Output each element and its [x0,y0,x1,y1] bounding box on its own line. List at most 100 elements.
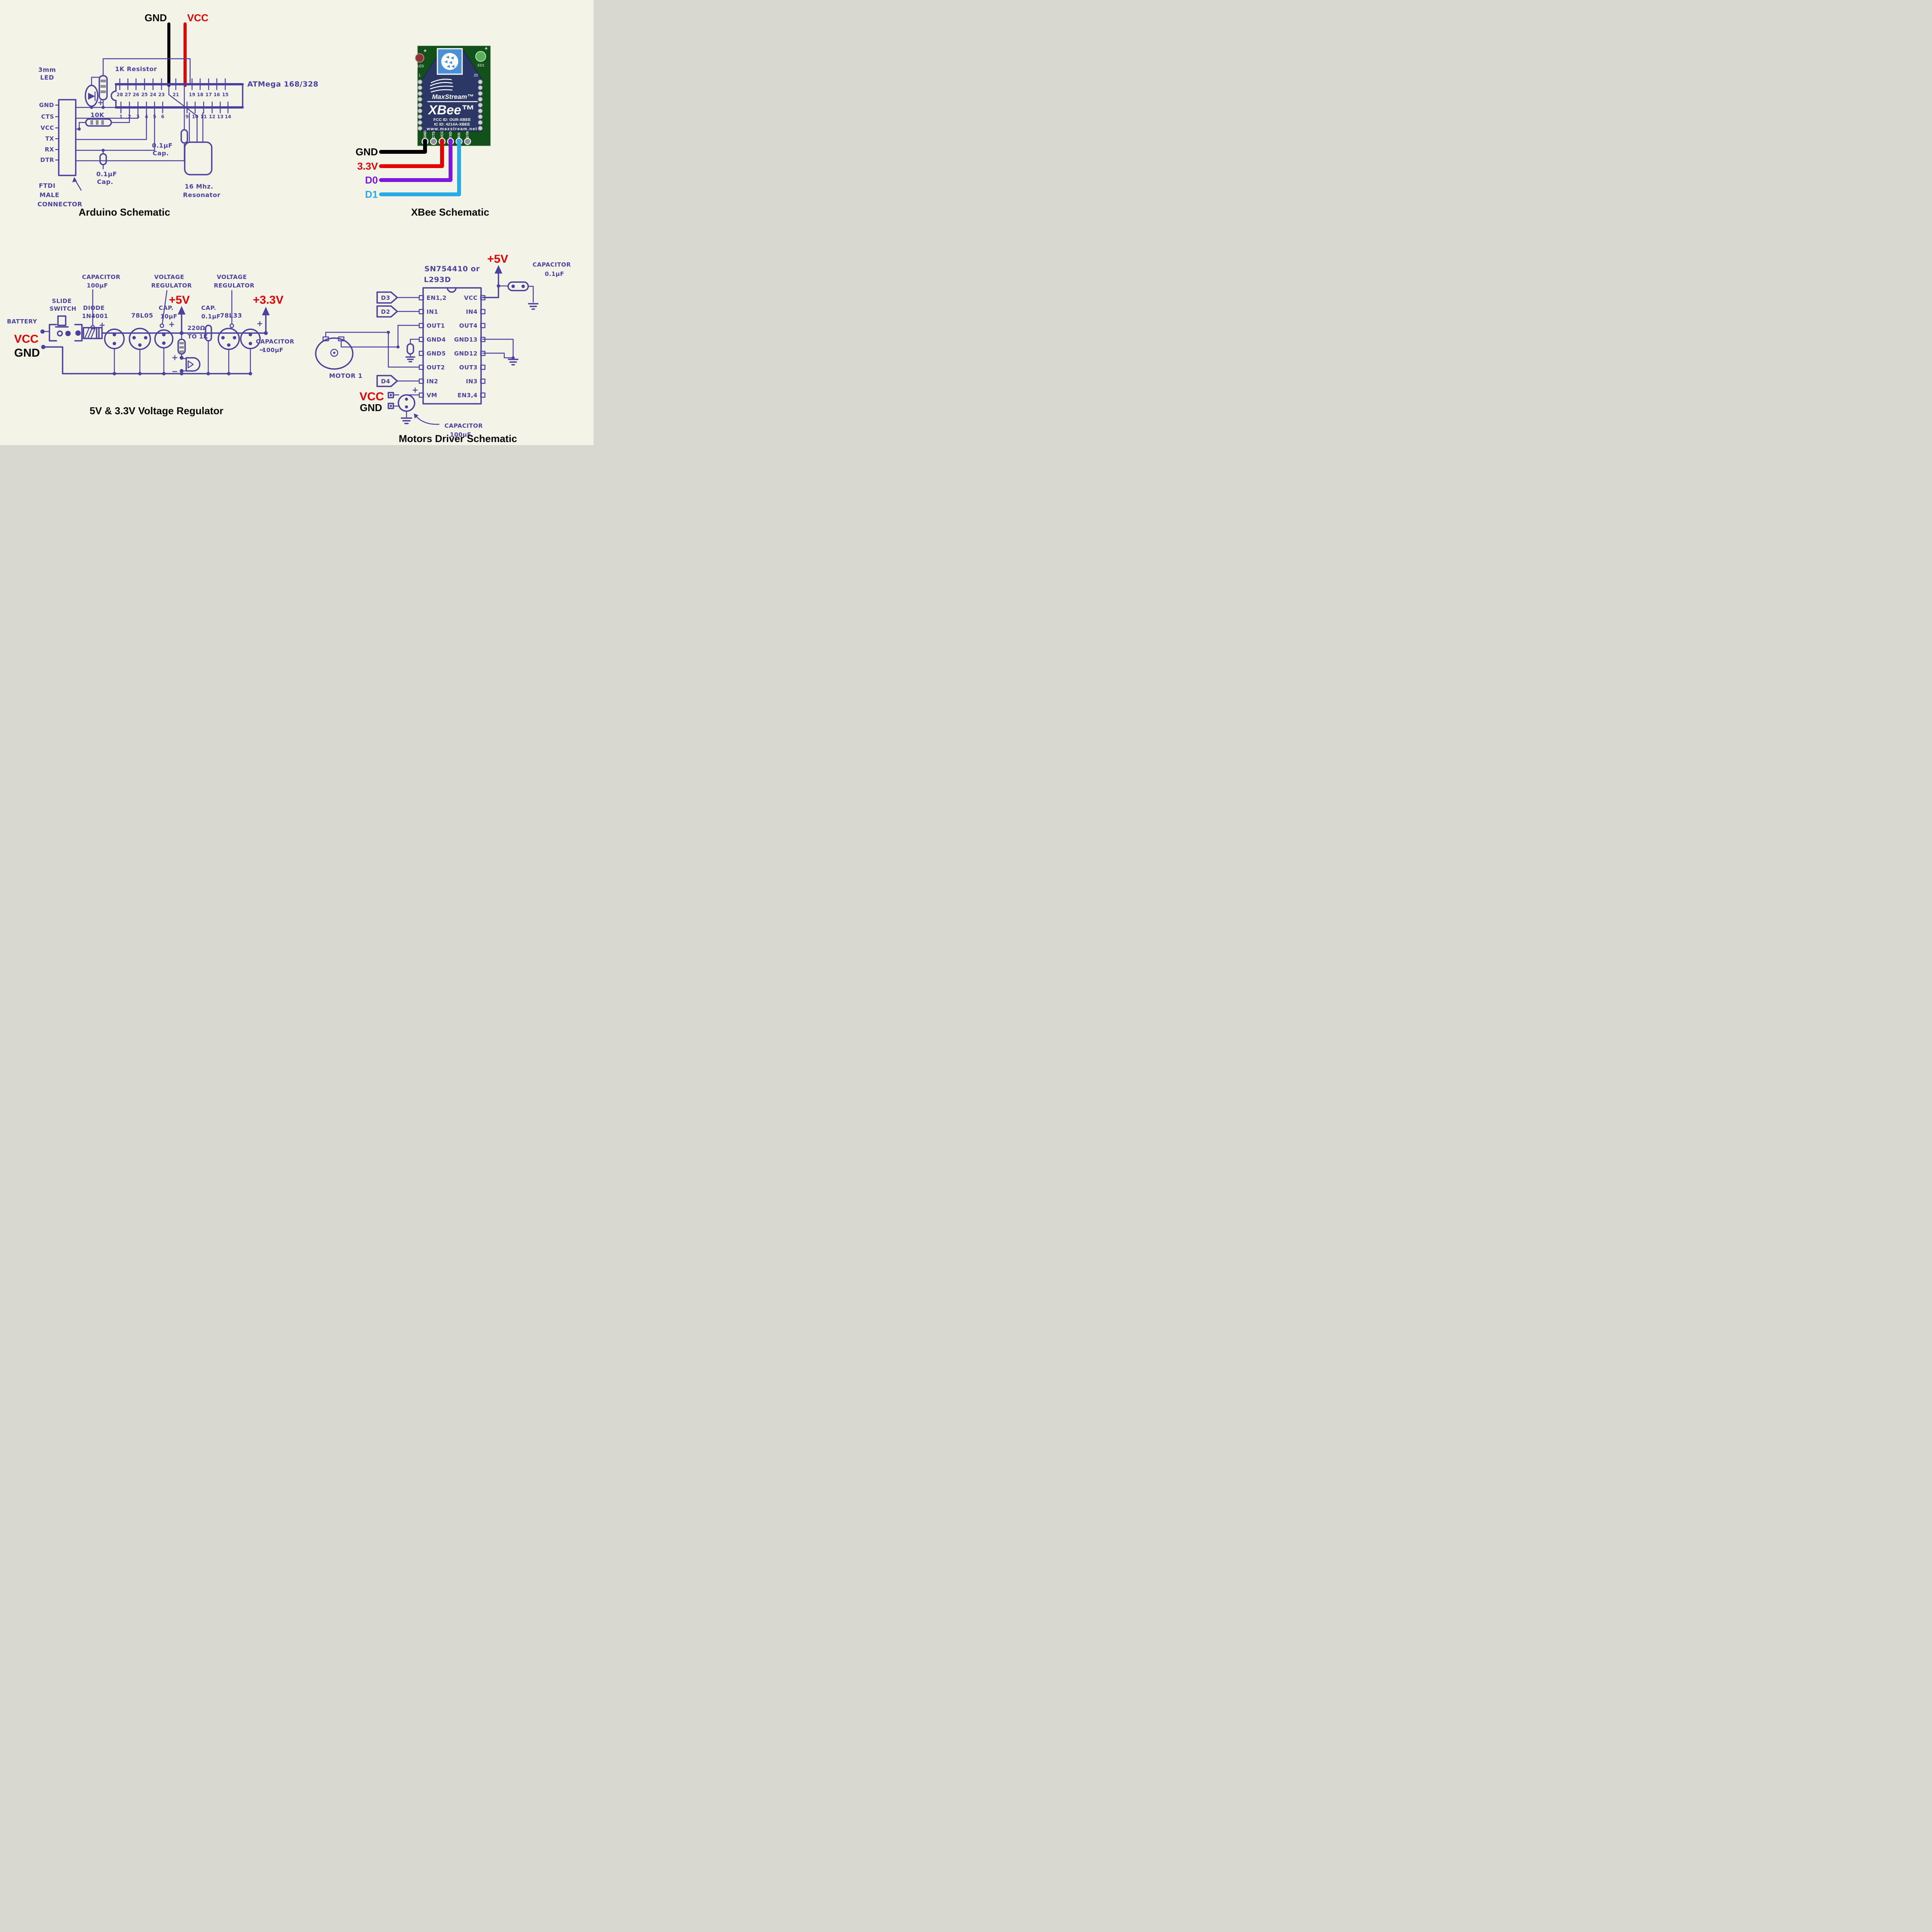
wire-3v3 [379,139,444,168]
url-text: www.maxstream.net [426,127,477,131]
brand-text: MaxStream™ [432,93,474,100]
cap-01uf: CAP. 0.1µF [201,304,221,374]
svg-text:CAP.: CAP. [201,304,216,311]
gnd-wire-label: GND [355,146,378,158]
pin20-silk: 20 [474,73,478,78]
svg-text:100µF: 100µF [87,282,108,289]
svg-text:TXD: TXD [449,131,452,138]
svg-text:23: 23 [158,92,165,97]
plus-mark: + [168,320,175,329]
res1k-label: 1K Resistor [115,65,157,73]
wire-d0 [379,139,452,182]
motor-1: MOTOR 1 [315,325,420,379]
svg-text:RX: RX [45,146,54,153]
svg-text:OUT3: OUT3 [459,364,478,371]
regulator-78l33: VOLTAGE REGULATOR 78L33 [214,274,254,374]
svg-text:VCC: VCC [464,294,478,301]
svg-text:EN3,4: EN3,4 [457,392,478,399]
svg-text:3mm: 3mm [38,66,56,73]
left-pin-labels: EN1,2 IN1 OUT1 GND4 GND5 OUT2 IN2 VM [427,294,446,399]
svg-text:21: 21 [173,92,179,97]
arduino-title: Arduino Schematic [79,206,170,218]
svg-text:VOLTAGE: VOLTAGE [217,274,247,281]
svg-text:0.1µF: 0.1µF [152,142,173,149]
svg-text:10µF: 10µF [160,313,177,320]
svg-text:DTR: DTR [466,131,469,138]
gnd4-cap [405,338,420,362]
svg-text:1: 1 [119,114,122,119]
regulator-title: 5V & 3.3V Voltage Regulator [90,405,223,417]
svg-text:SWITCH: SWITCH [49,305,77,312]
arduino-power-wires: GND VCC [145,12,209,87]
antenna-chip-icon [437,48,463,75]
led-indicator-branch: 220Ω TO 1K + − [172,325,208,376]
green-led [475,51,486,62]
svg-text:CAP.: CAP. [159,304,174,311]
red-led [415,53,424,63]
svg-text:100µF: 100µF [262,347,283,354]
plus-mark: + [257,319,263,328]
svg-text:12: 12 [209,114,216,119]
top-pin-numbers: 28 27 26 25 24 23 21 19 18 17 16 15 [117,92,229,97]
arduino-gnd-label: GND [145,12,167,24]
svg-text:28: 28 [117,92,123,97]
svg-text:IN4: IN4 [466,308,478,315]
v33-wire-label: 3.3V [357,160,378,172]
wire-d1 [379,139,461,196]
vm-power-cluster: VCC GND + CAPACITOR 100µF [359,385,483,438]
xbee-wire-labels: GND 3.3V D0 D1 [355,146,378,200]
svg-text:OUT1: OUT1 [427,322,445,329]
svg-text:0.1µF: 0.1µF [545,270,564,277]
maxstream-wave-icon [430,78,454,93]
cap-input-100uf: CAPACITOR 100µF + [82,274,125,374]
vcc-label: VCC [359,390,384,403]
svg-text:CAPACITOR: CAPACITOR [532,261,571,268]
svg-text:GND12: GND12 [454,350,478,357]
plus-mark: + [412,385,418,395]
svg-text:OUT2: OUT2 [427,364,445,371]
svg-text:IN3: IN3 [466,378,478,385]
svg-text:15: 15 [222,92,229,97]
ftdi-label: FTDI MALE CONNECTOR [37,177,82,208]
mid-cap-01uf: 0.1µF Cap. [152,85,188,157]
battery-terminals: BATTERY VCC GND [7,318,46,359]
reg33-label: 78L33 [220,312,242,319]
svg-text:Cap.: Cap. [97,178,113,185]
arduino-vcc-label: VCC [187,12,209,24]
xbee-wires [379,139,461,196]
gnd-label: GND [14,347,40,359]
d0-wire-label: D0 [365,174,378,186]
bottom-rail [43,346,252,374]
svg-text:CAPACITOR: CAPACITOR [444,422,483,429]
plus-silk-right: + [485,45,488,51]
minus-mark: − [172,367,178,376]
svg-text:27: 27 [125,92,131,97]
svg-text:CONNECTOR: CONNECTOR [37,201,82,208]
right-pin-labels: VCC IN4 OUT4 GND13 GND12 OUT3 IN3 EN3,4 [454,294,478,399]
svg-text:16: 16 [214,92,220,97]
left-cap-01uf: 0.1µF Cap. [96,149,117,185]
rail-junction-dots [112,372,252,376]
svg-text:Resonator: Resonator [183,191,221,199]
svg-text:19: 19 [189,92,196,97]
slide-switch: SLIDE SWITCH [42,298,83,342]
svg-text:CAPACITOR: CAPACITOR [82,274,120,281]
svg-text:17: 17 [206,92,212,97]
wire-gnd [379,139,427,154]
cap100-label: CAPACITOR 100µF [414,413,483,438]
svg-text:CAPACITOR: CAPACITOR [256,338,294,345]
svg-text:18: 18 [197,92,204,97]
svg-text:GND: GND [39,102,54,109]
xbee-title: XBee Schematic [411,206,489,218]
svg-text:100µF: 100µF [450,431,471,438]
fcc-id: FCC ID: OUR-XBEE [434,117,471,122]
svg-text:FTDI: FTDI [39,182,55,189]
svg-text:DIODE: DIODE [83,304,105,311]
motor-label: MOTOR 1 [329,372,363,379]
svg-text:16 Mhz.: 16 Mhz. [185,183,213,190]
plus-mark: + [97,98,104,107]
svg-text:GND13: GND13 [454,336,478,343]
res10k-label: 10K [90,111,104,119]
svg-text:GND: GND [423,131,427,139]
chip-label: ATMega 168/328 [247,80,318,88]
